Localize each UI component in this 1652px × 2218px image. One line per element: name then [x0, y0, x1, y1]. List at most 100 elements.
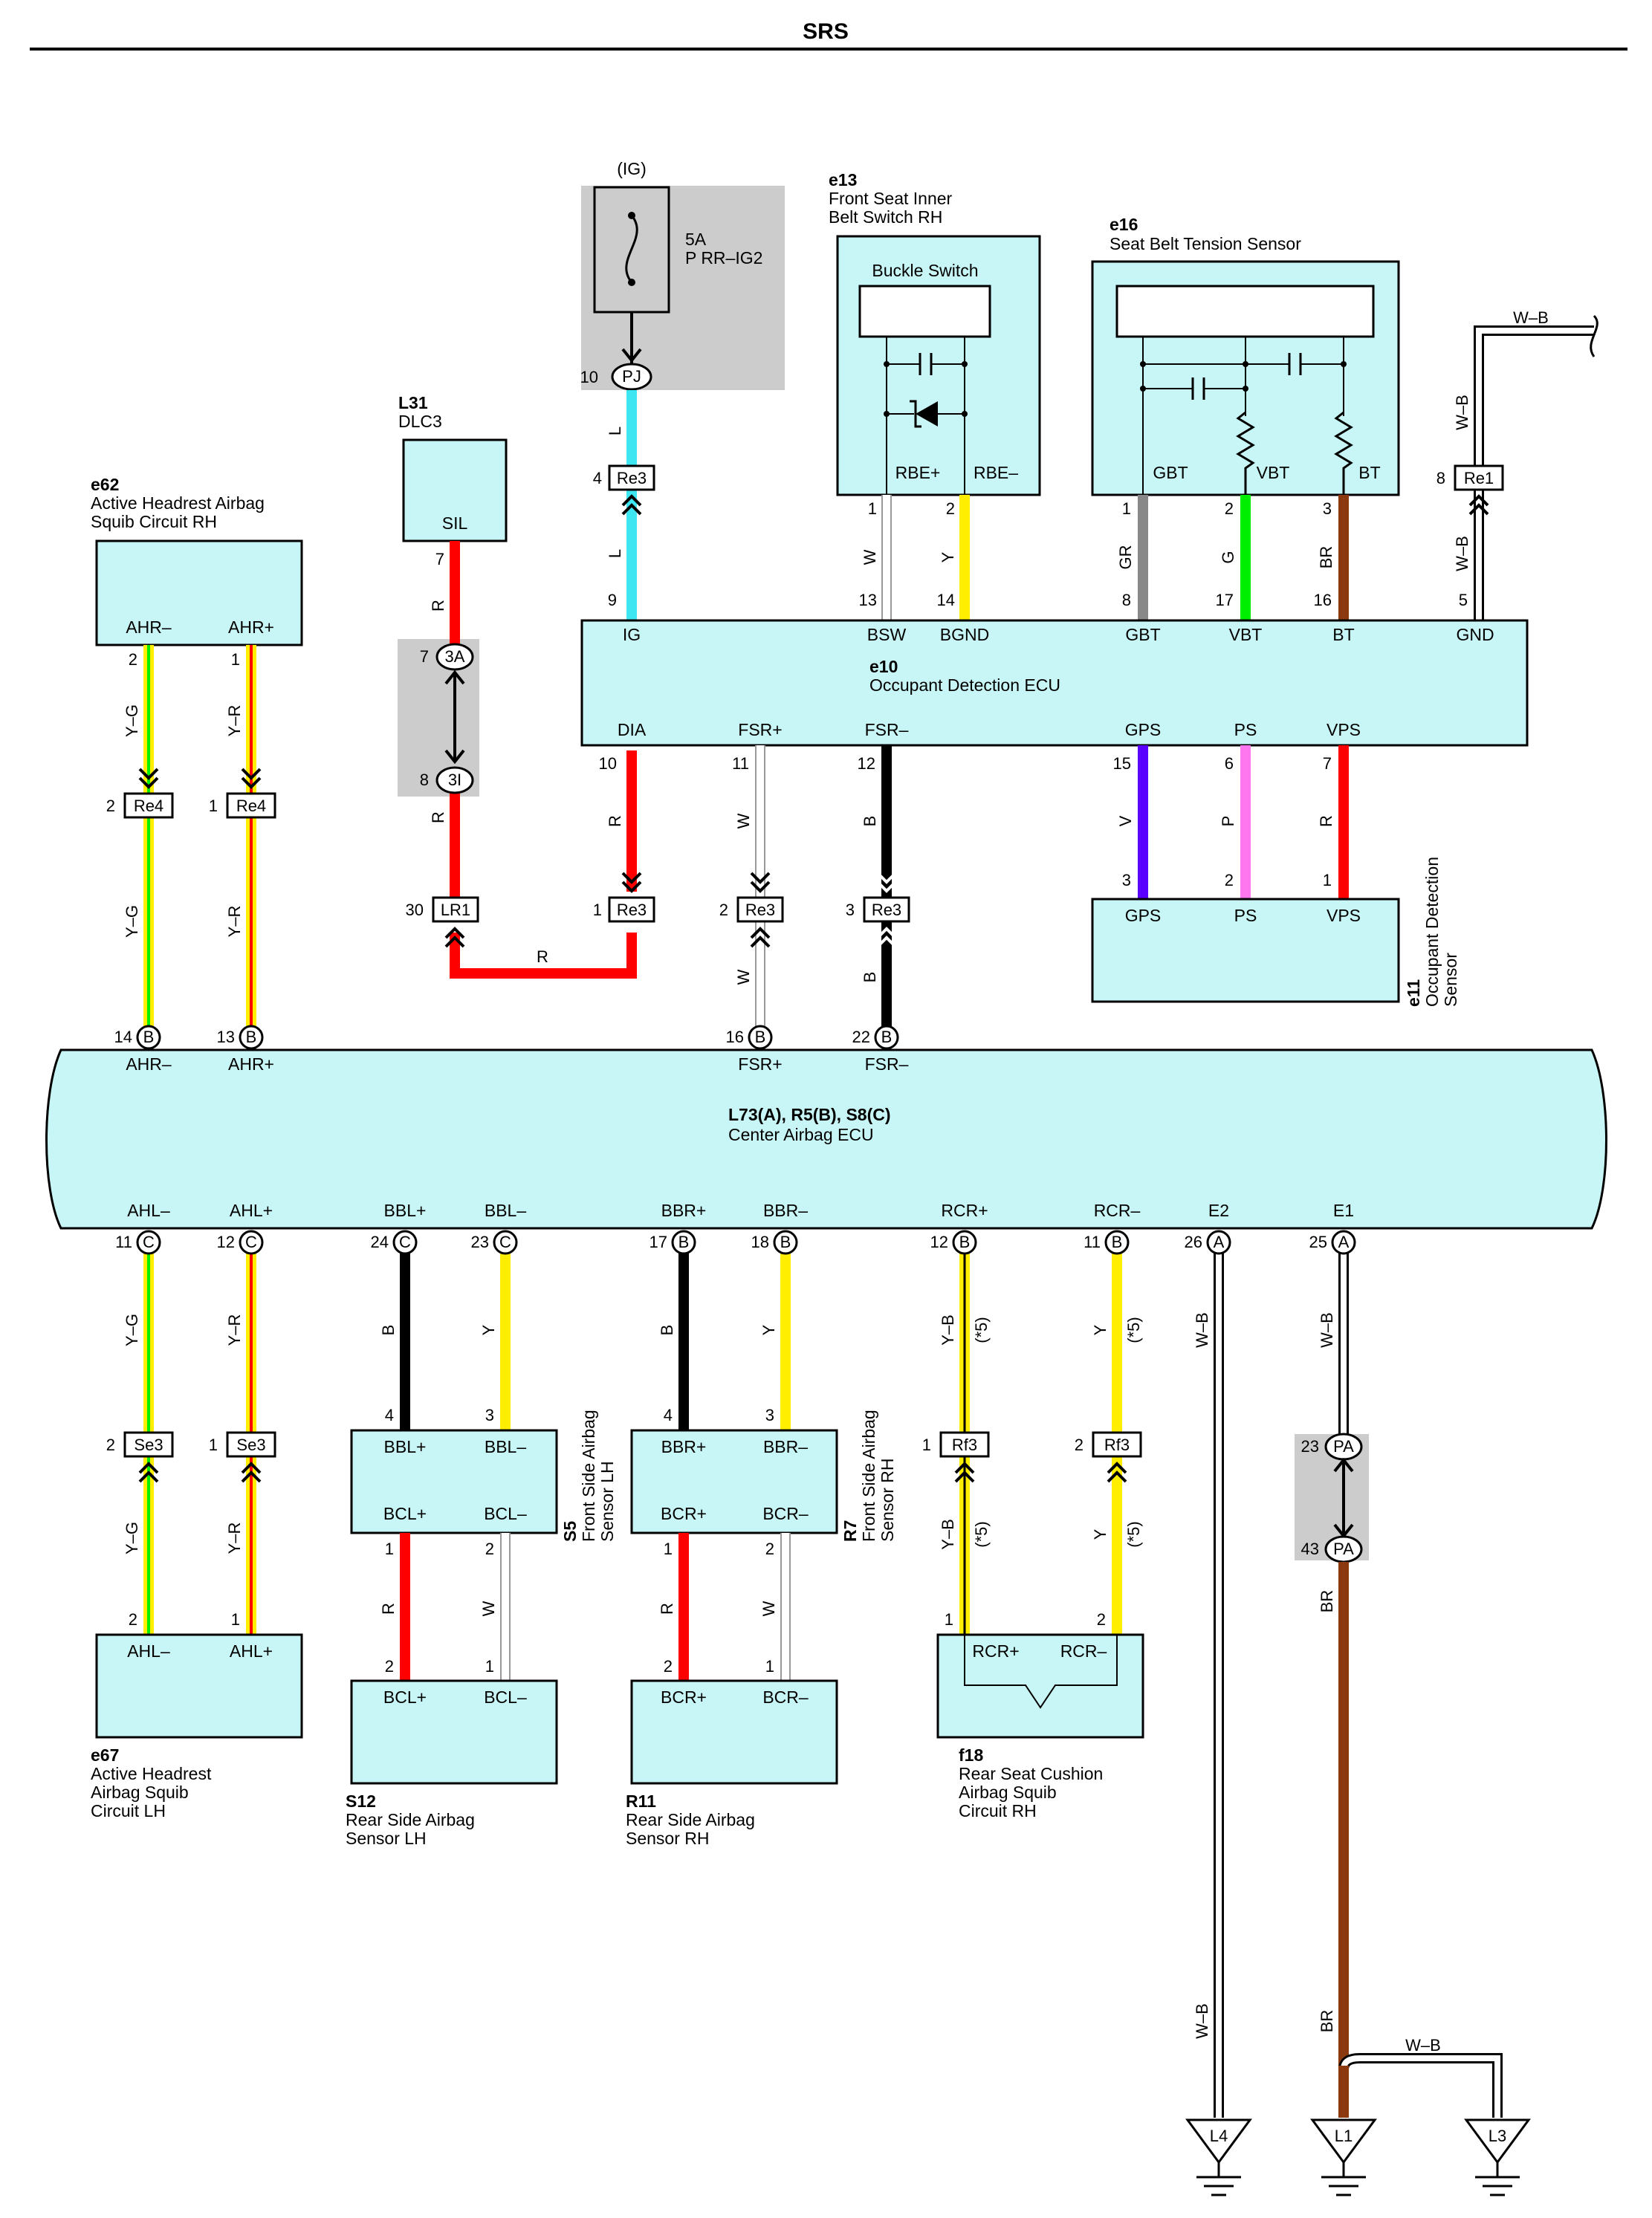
center-bbr-plus: BBR+: [661, 1201, 707, 1220]
wire-label-b: B: [658, 1325, 676, 1336]
center-bbl-plus: BBL+: [384, 1201, 427, 1220]
component-s12: BCL+ BCL– S12 Rear Side Airbag Sensor LH: [346, 1679, 558, 1848]
resistor-icon: [1236, 411, 1255, 495]
zener-diode-icon: [916, 401, 938, 427]
wire-label-star5: (*5): [972, 1521, 991, 1547]
wire-label-w: W: [734, 813, 753, 828]
wire-label-wb: W–B: [1453, 395, 1471, 430]
r11-t1: BCR+: [661, 1687, 707, 1707]
s5-p3: 1: [385, 1540, 394, 1558]
center-fsr-plus: FSR+: [738, 1054, 782, 1074]
e16-t1: GBT: [1153, 463, 1188, 482]
center-e2: E2: [1208, 1201, 1229, 1220]
junction-se3-1-pin: 2: [106, 1436, 115, 1454]
e62-t1: AHR–: [126, 617, 172, 637]
wire-label-b: B: [861, 816, 879, 827]
wire-label-yg: Y–G: [123, 1522, 141, 1554]
wire-label-r: R: [658, 1603, 676, 1615]
buckle-switch-icon: [858, 285, 991, 338]
component-r7: BBR+ BBR– BCR+ BCR– R7 Front Side Airbag…: [630, 1410, 897, 1542]
l31-name: DLC3: [398, 412, 442, 431]
wire-label-star5: (*5): [972, 1317, 991, 1343]
junction-3a-label: 3A: [445, 647, 465, 666]
wire-bbl: B Y 4 3: [379, 1253, 511, 1430]
ground-l4-label: L4: [1210, 2127, 1228, 2145]
ground-l1-label: L1: [1335, 2127, 1353, 2145]
center-conn-c: C: [143, 1233, 155, 1251]
center-conn-c: C: [499, 1233, 511, 1251]
junction-re3-fsr-minus: [863, 896, 910, 923]
center-top-pin: 22: [852, 1028, 870, 1046]
e11-name-2: Sensor: [1441, 953, 1460, 1007]
e11-t2: PS: [1234, 906, 1257, 925]
wire-label-l: L: [606, 427, 624, 435]
junction-se3-2-label: Se3: [236, 1436, 265, 1454]
pin-gbt: 8: [1122, 591, 1131, 609]
wire-label-r: R: [537, 947, 548, 966]
e16-t3: BT: [1358, 463, 1380, 482]
center-bottom-pin: 11: [1083, 1233, 1101, 1251]
component-e13: e13 Front Seat Inner Belt Switch RH Buck…: [829, 170, 1041, 496]
center-ecu-body: [45, 1048, 1607, 1230]
center-bbl-minus: BBL–: [485, 1201, 526, 1220]
e13-p1: 1: [868, 499, 877, 518]
center-bottom-connectors: C 11 C 12 C 24 C 23 B 17 B 18 B 12 B 11 …: [115, 1230, 1356, 1255]
s5-p4: 2: [485, 1540, 494, 1558]
s5-p2: 3: [485, 1406, 494, 1424]
wire-label-b: B: [379, 1325, 398, 1336]
f18-name-3: Circuit RH: [959, 1801, 1037, 1820]
wire-label-v: V: [1116, 815, 1135, 826]
s12-name-2: Sensor LH: [346, 1829, 427, 1848]
s5-t4: BCL–: [484, 1504, 527, 1523]
connector-pj-pin: 10: [580, 368, 598, 386]
e11-name-1: Occupant Detection: [1422, 857, 1442, 1007]
l31-pin: 7: [435, 550, 444, 568]
e62-name-1: Active Headrest Airbag: [91, 493, 265, 513]
junction-re1: [1454, 464, 1504, 491]
center-rcr-minus: RCR–: [1094, 1201, 1141, 1220]
ground-l3-label: L3: [1489, 2127, 1506, 2145]
wire-e1: PA 23 PA 43 W–B BR BR W–B: [1295, 1253, 1503, 2118]
junction-re1-label: Re1: [1464, 469, 1494, 487]
r11-name-1: Rear Side Airbag: [626, 1810, 755, 1829]
component-e16: e16 Seat Belt Tension Sensor GBT VBT BT: [1091, 215, 1400, 496]
s12-t1: BCL+: [383, 1687, 427, 1707]
center-conn-b: B: [755, 1028, 766, 1046]
wire-bcl: 1 2 R W 2 1: [379, 1533, 511, 1681]
wire-label-y: Y: [759, 1324, 778, 1335]
center-bottom-pin: 12: [930, 1233, 948, 1251]
e10-dia: DIA: [618, 720, 647, 739]
ground-icon: [1185, 2118, 1252, 2165]
r11-box: [630, 1679, 838, 1785]
wire-label-wb: W–B: [1193, 1312, 1211, 1348]
l31-terminal: SIL: [442, 513, 468, 533]
e67-p2: 1: [231, 1610, 240, 1629]
wire-bsw-bgnd: 1 2 W Y 13 14: [859, 495, 970, 620]
e16-code: e16: [1110, 215, 1138, 234]
junction-re3-fsr-plus-label: Re3: [745, 901, 775, 919]
component-s5: BBL+ BBL– BCL+ BCL– S5 Front Side Airbag…: [350, 1410, 617, 1542]
wire-e2: W–B W–B: [1193, 1253, 1224, 2118]
f18-t2: RCR–: [1060, 1641, 1107, 1661]
e10-bt: BT: [1332, 625, 1354, 644]
pin-dia: 10: [599, 754, 617, 773]
junction-3i-label: 3I: [448, 771, 461, 789]
wire-label-y: Y: [479, 1324, 498, 1335]
wire-label-w: W: [479, 1601, 498, 1616]
center-code: L73(A), R5(B), S8(C): [728, 1105, 891, 1124]
junction-lr1-pin: 30: [406, 901, 424, 919]
wire-label-r: R: [379, 1603, 398, 1615]
center-conn-a: A: [1338, 1233, 1350, 1251]
wire-ahl: Y–G Y–R Se3 2 Se3 1 Y–G Y–R 2 1: [106, 1253, 276, 1635]
e67-name-1: Active Headrest: [91, 1764, 212, 1783]
junction-re4-1-pin: 2: [106, 797, 115, 815]
fuse-block: (IG) 5A P RR–IG2 PJ 10: [580, 159, 785, 391]
r7-box: [630, 1429, 838, 1534]
wire-label-r: R: [429, 811, 447, 823]
junction-re4-1: [123, 792, 174, 819]
e67-code: e67: [91, 1745, 119, 1765]
junction-re3-fsr-minus-label: Re3: [872, 901, 901, 919]
center-conn-b: B: [780, 1233, 791, 1251]
junction-re4-2-pin: 1: [209, 797, 218, 815]
ground-l4: L4: [1185, 2118, 1252, 2196]
